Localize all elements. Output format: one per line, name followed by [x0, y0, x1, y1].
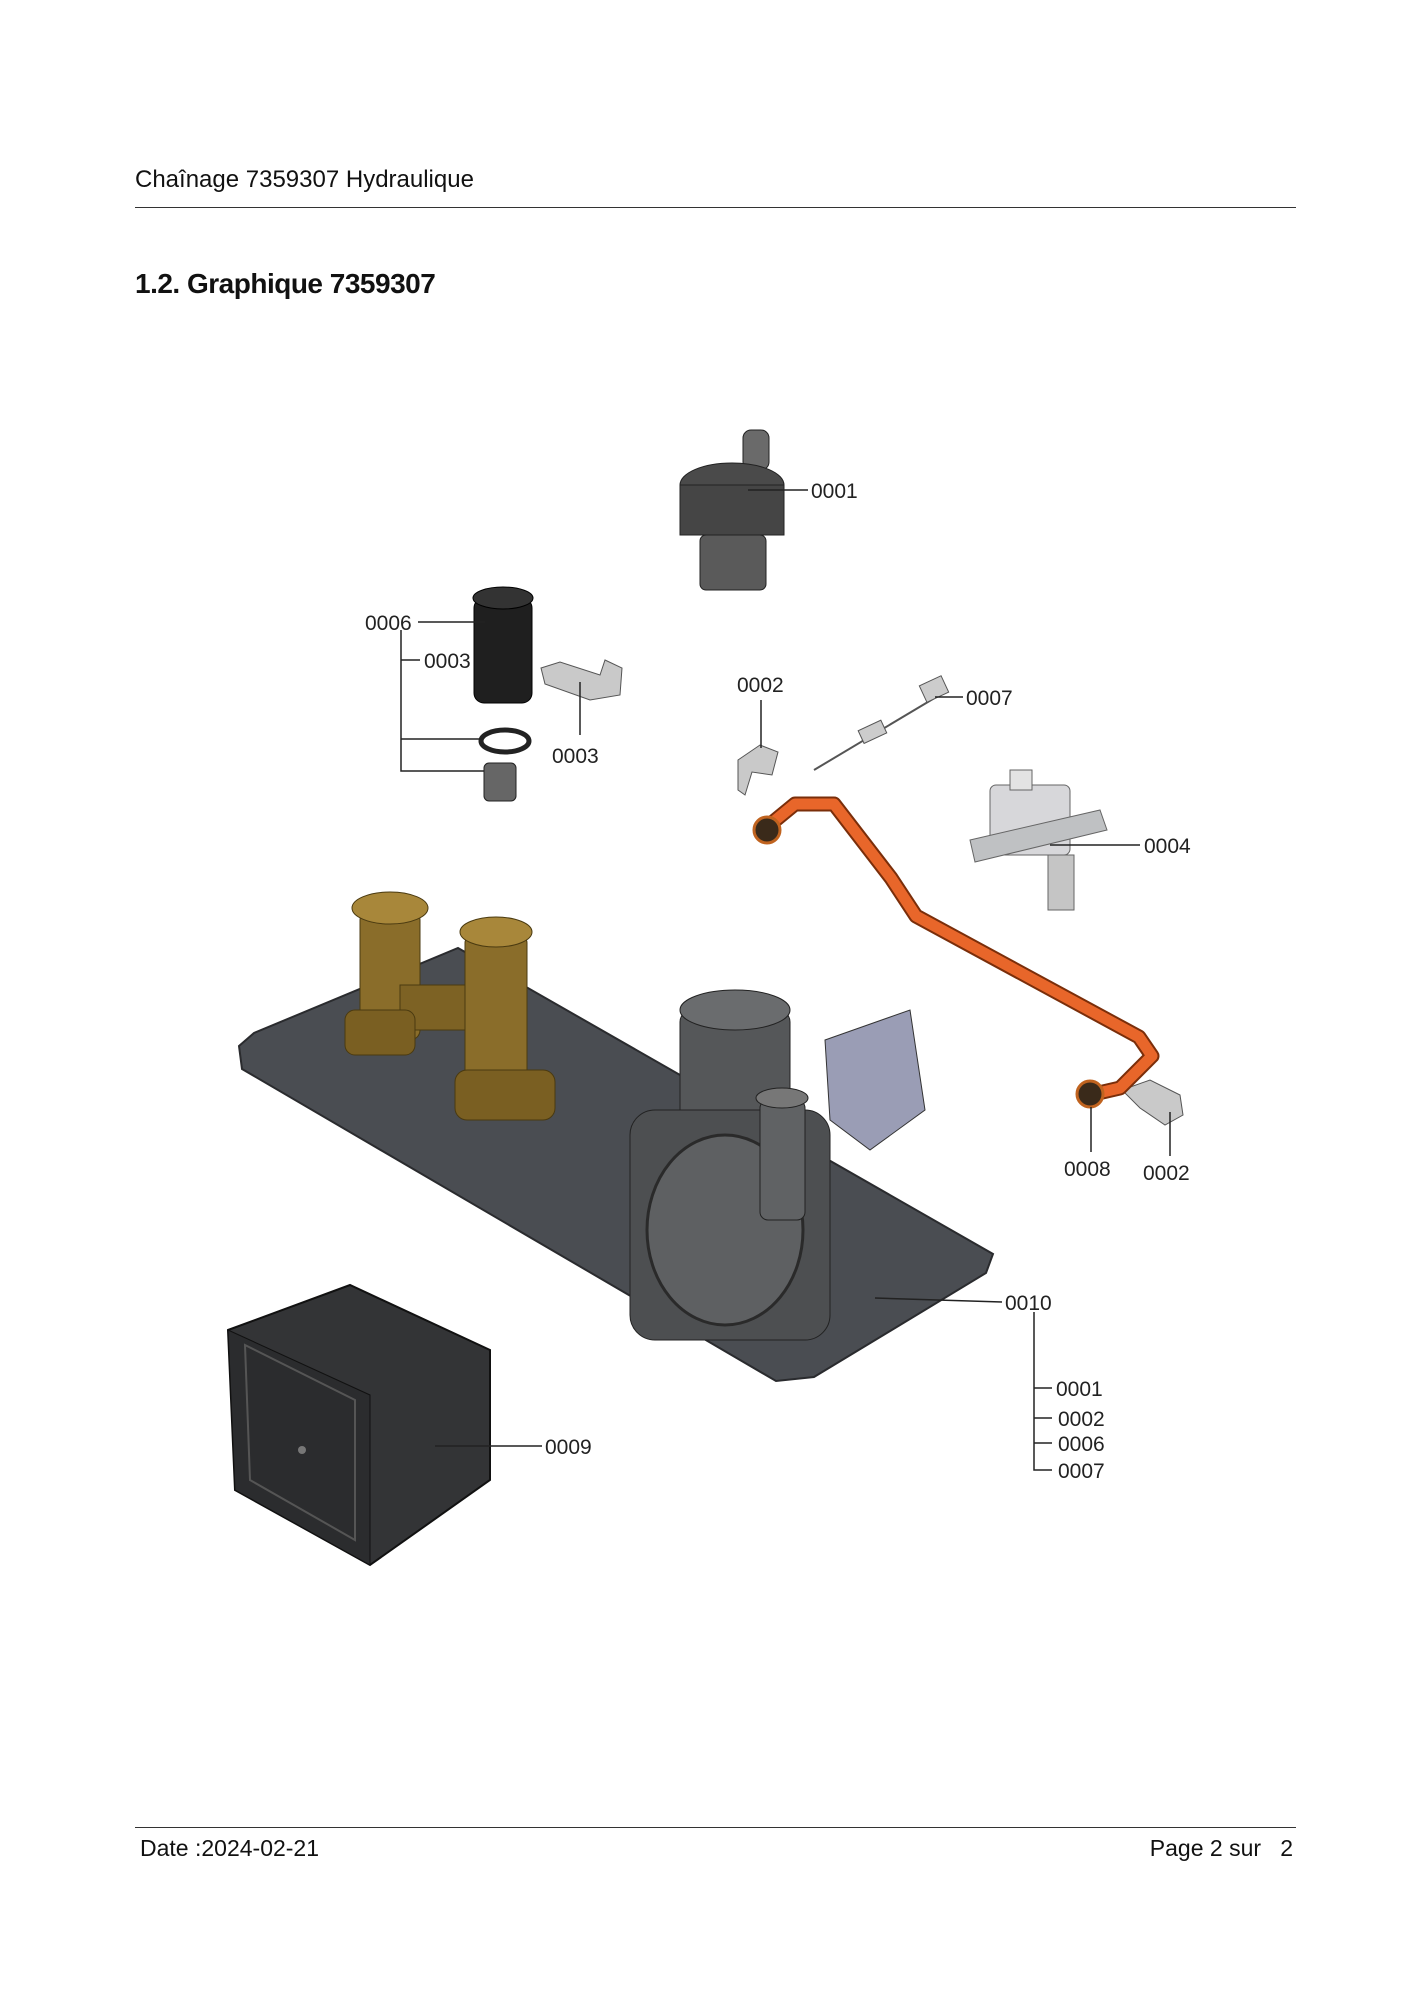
- callout-0002: 0002: [737, 674, 784, 697]
- sensor-rod-part: [813, 675, 950, 771]
- cartridge-part: [472, 586, 534, 802]
- clip-part: [540, 659, 623, 701]
- clip-part: [737, 744, 779, 796]
- pump-housing-part: [629, 989, 926, 1341]
- footer-divider: [135, 1827, 1296, 1828]
- nut-part: [752, 815, 782, 845]
- callout-sub-0001: 0001: [1056, 1378, 1103, 1401]
- clip-part: [1121, 1079, 1184, 1126]
- callout-0010: 0010: [1005, 1292, 1052, 1315]
- callout-sub-0006: 0006: [1058, 1433, 1105, 1456]
- section-title: 1.2. Graphique 7359307: [135, 268, 436, 299]
- brass-fitting-part: [344, 891, 556, 1121]
- callout-sub-0002: 0002: [1058, 1408, 1105, 1431]
- callout-0007: 0007: [966, 687, 1013, 710]
- air-vent-part: [679, 429, 785, 591]
- pump-motor-part: [226, 1283, 491, 1567]
- document-header: Chaînage 7359307 Hydraulique: [135, 166, 474, 193]
- callout-0003: 0003: [552, 745, 599, 768]
- callout-0004: 0004: [1144, 835, 1191, 858]
- callout-sub-0007: 0007: [1058, 1460, 1105, 1483]
- copper-pipe-part: [762, 796, 1160, 1102]
- leader-lines: [400, 489, 1171, 1471]
- callout-0008: 0008: [1064, 1158, 1111, 1181]
- header-divider: [135, 207, 1296, 208]
- nut-part: [1075, 1079, 1105, 1109]
- callout-0002: 0002: [1143, 1162, 1190, 1185]
- valve-part: [969, 769, 1108, 911]
- callout-0001: 0001: [811, 480, 858, 503]
- callout-0006: 0006: [365, 612, 412, 635]
- footer-date: Date :2024-02-21: [140, 1835, 320, 1861]
- callout-0003: 0003: [424, 650, 471, 673]
- footer-page-number: Page 2 sur 2: [1149, 1835, 1293, 1861]
- callout-0009: 0009: [545, 1436, 592, 1459]
